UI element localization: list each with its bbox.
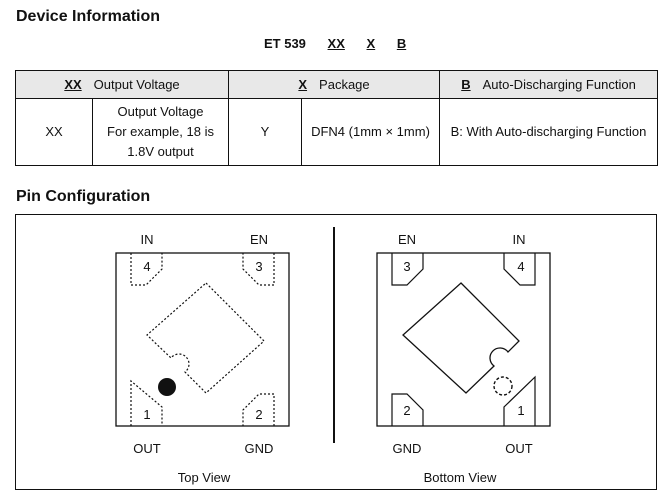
top-pad-4 <box>130 253 163 286</box>
top-pin-name-en: EN <box>249 232 269 247</box>
bottom-pin-name-gnd: GND <box>392 441 422 456</box>
bottom-pad-3 <box>391 253 424 286</box>
top-pin-name-gnd: GND <box>244 441 274 456</box>
top-pad-2 <box>242 393 275 426</box>
cell-output-voltage-desc: Output Voltage For example, 18 is 1.8V o… <box>92 98 229 166</box>
top-pin-number-1: 1 <box>143 407 151 422</box>
part-number-prefix: ET 539 <box>264 36 306 51</box>
top-pin-name-in: IN <box>140 232 154 247</box>
top-pin-number-3: 3 <box>255 259 263 274</box>
pin1-marker-dashed <box>493 376 513 396</box>
part-number: ET 539 XX X B <box>264 36 406 51</box>
bottom-pin-number-4: 4 <box>517 259 525 274</box>
device-information-heading: Device Information <box>16 8 161 25</box>
header-label: Package <box>319 77 370 92</box>
desc-line: 1.8V output <box>127 143 194 159</box>
top-thermal-pad <box>146 282 265 394</box>
header-code: X <box>298 77 308 92</box>
bottom-view-package <box>376 252 551 427</box>
part-number-code-b: B <box>396 36 407 51</box>
pin-configuration-heading: Pin Configuration <box>16 188 151 205</box>
bottom-pad-1 <box>503 375 536 426</box>
pin-diagram-svg <box>115 227 551 443</box>
bottom-pin-name-out: OUT <box>505 441 533 456</box>
table-row: XX Output Voltage For example, 18 is 1.8… <box>15 98 658 166</box>
bottom-pin-number-3: 3 <box>403 259 411 274</box>
bottom-thermal-pad <box>402 282 520 394</box>
top-view-package <box>115 252 290 427</box>
pin1-marker-dot <box>158 378 176 396</box>
bottom-pin-name-en: EN <box>397 232 417 247</box>
cell-auto-discharging: B: With Auto-discharging Function <box>439 98 658 166</box>
header-auto-discharging: B Auto-Discharging Function <box>439 70 659 99</box>
pin-configuration-diagram: 4 3 1 2 3 4 2 1 IN EN OUT GND EN IN GND … <box>15 214 657 490</box>
device-info-table-body: XX Output Voltage For example, 18 is 1.8… <box>15 98 658 166</box>
cell-package: DFN4 (1mm × 1mm) <box>301 98 440 166</box>
desc-line: For example, 18 is <box>107 123 214 139</box>
header-label: Output Voltage <box>93 77 180 92</box>
bottom-pin-number-1: 1 <box>517 403 525 418</box>
bottom-pad-4 <box>503 253 536 286</box>
top-pad-3 <box>242 253 275 286</box>
header-package: X Package <box>227 70 441 99</box>
part-number-code-xx: XX <box>327 36 345 51</box>
top-pin-number-4: 4 <box>143 259 151 274</box>
header-label: Auto-Discharging Function <box>482 77 636 92</box>
header-code: XX <box>64 77 82 92</box>
header-output-voltage: XX Output Voltage <box>15 70 229 99</box>
cell-code-y: Y <box>228 98 302 166</box>
desc-line: Output Voltage <box>117 103 204 119</box>
bottom-pad-2 <box>391 393 424 426</box>
top-pin-number-2: 2 <box>255 407 263 422</box>
top-pad-1 <box>130 379 163 426</box>
bottom-pin-number-2: 2 <box>403 403 411 418</box>
top-pin-name-out: OUT <box>133 441 161 456</box>
bottom-view-label: Bottom View <box>423 470 497 485</box>
header-code: B <box>461 77 471 92</box>
bottom-pin-name-in: IN <box>512 232 526 247</box>
top-view-label: Top View <box>177 470 231 485</box>
device-info-table: XX Output Voltage X Package B Auto-Discharg… <box>15 70 659 99</box>
cell-code-xx: XX <box>15 98 93 166</box>
part-number-code-x: X <box>366 36 376 51</box>
table-header-row: XX Output Voltage X Package B Auto-Discharg… <box>15 70 659 99</box>
